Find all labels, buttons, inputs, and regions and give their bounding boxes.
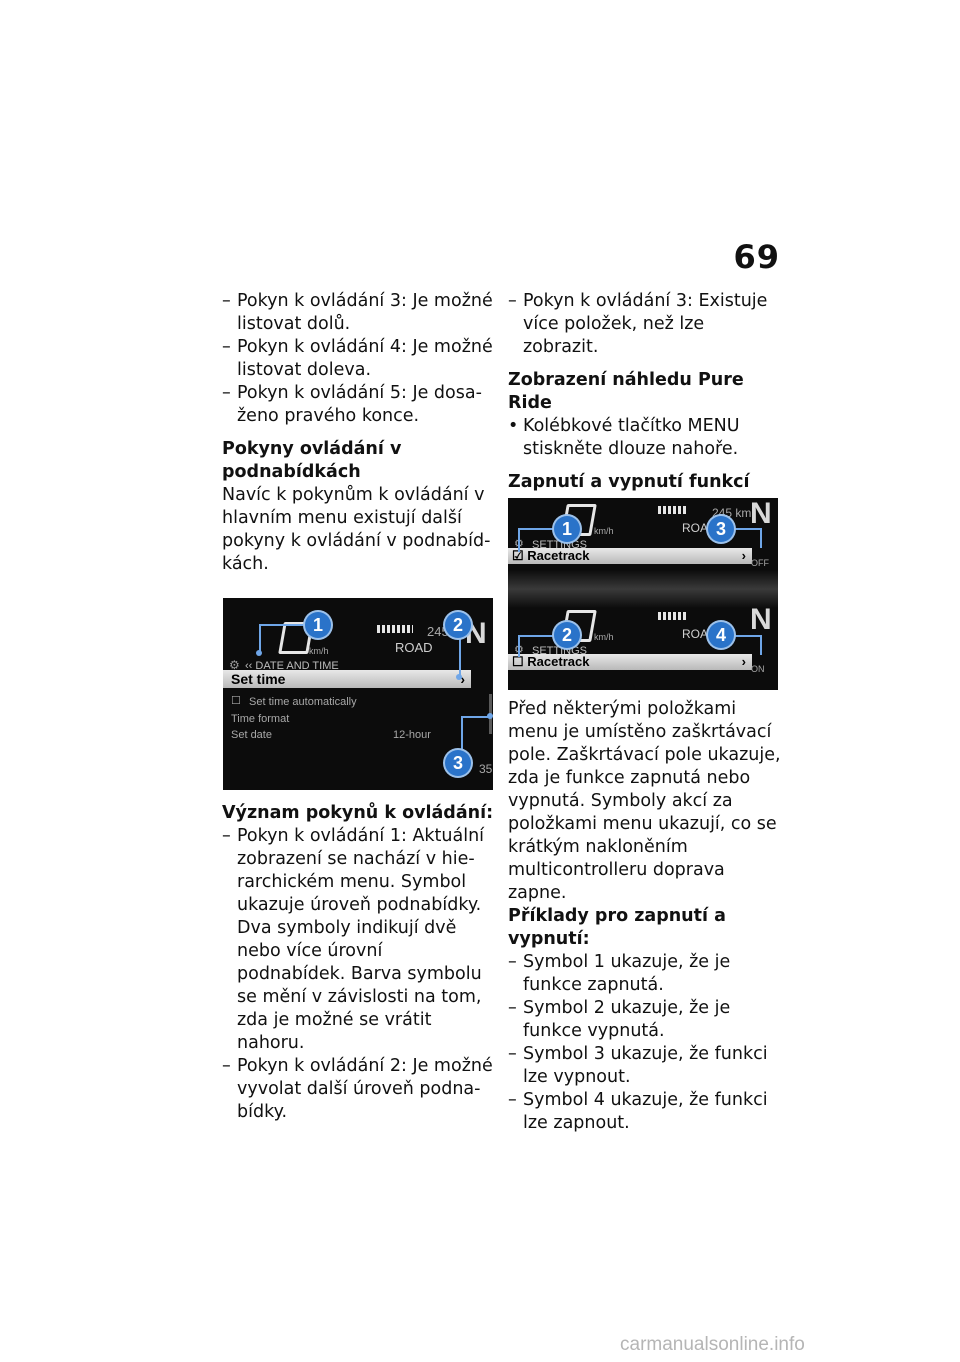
section-heading: Zobrazení náhledu Pure Ride bbox=[508, 370, 744, 413]
dash-marker-icon: – bbox=[222, 1056, 231, 1076]
watermark: carmanualsonline.info bbox=[620, 1334, 805, 1355]
left-column: –Pokyn k ovládání 3: Je možné listovat d… bbox=[222, 290, 494, 1124]
list-item: –Symbol 4 ukazuje, že funkci lze zapnout… bbox=[508, 1090, 768, 1133]
callout-3: 3 bbox=[708, 516, 734, 542]
paragraph: Navíc k pokynům k ovládání v hlavním men… bbox=[222, 485, 491, 574]
dashboard-screenshot-settings: km/h 245 km ROAD N ⚙ SETTINGS ☑ Racetrac… bbox=[508, 498, 778, 690]
section-heading: Význam pokynů k ovládání: bbox=[222, 803, 494, 823]
callout-4: 4 bbox=[708, 622, 734, 648]
checkbox-empty-icon: ☐ bbox=[231, 695, 241, 707]
callout-2: 2 bbox=[445, 612, 471, 638]
dash-marker-icon: – bbox=[508, 291, 517, 311]
dash-marker-icon: – bbox=[508, 998, 517, 1018]
fuel-bar-icon bbox=[658, 506, 688, 514]
menu-item-racetrack-on: ☑ Racetrack › bbox=[508, 548, 752, 564]
dash-marker-icon: – bbox=[222, 383, 231, 403]
list-item: –Pokyn k ovládání 4: Je možné listovat d… bbox=[222, 337, 493, 380]
dash-marker-icon: – bbox=[222, 337, 231, 357]
checkbox-empty-icon: ☐ bbox=[512, 654, 524, 669]
arrow-right-icon: › bbox=[741, 654, 746, 669]
fuel-bar-icon bbox=[377, 625, 413, 633]
callout-1: 1 bbox=[554, 516, 580, 542]
right-column: –Pokyn k ovládání 3: Existuje více polož… bbox=[508, 290, 784, 1135]
section-heading: Zapnutí a vypnutí funkcí bbox=[508, 472, 750, 492]
list-item: •Kolébkové tlačítko MENU stiskněte dlouz… bbox=[508, 416, 740, 459]
dash-marker-icon: – bbox=[222, 826, 231, 846]
list-item: –Symbol 3 ukazuje, že funkci lze vypnout… bbox=[508, 1044, 768, 1087]
paragraph: Před některými položkami menu je umístěn… bbox=[508, 699, 781, 903]
list-item: –Pokyn k ovládání 3: Existuje více polož… bbox=[508, 291, 768, 357]
dash-marker-icon: – bbox=[508, 1090, 517, 1110]
callout-3: 3 bbox=[445, 750, 471, 776]
gear-icon: ⚙ bbox=[229, 658, 240, 672]
section-heading: Pokyny ovládání v podnabídkách bbox=[222, 439, 402, 482]
list-item: –Pokyn k ovládání 5: Je dosa­ženo pravéh… bbox=[222, 383, 482, 426]
list-item: –Pokyn k ovládání 3: Je možné listovat d… bbox=[222, 291, 493, 334]
selected-menu-item: Set time › bbox=[223, 670, 471, 688]
section-heading: Příklady pro zapnutí a vypnutí: bbox=[508, 906, 726, 949]
callout-1: 1 bbox=[305, 612, 331, 638]
list-item: –Pokyn k ovládání 2: Je možné vyvolat da… bbox=[222, 1056, 493, 1122]
arrow-right-icon: › bbox=[460, 671, 465, 687]
menu-header: ‹‹ DATE AND TIME bbox=[245, 660, 339, 672]
list-item: –Symbol 2 ukazuje, že je funkce vypnutá. bbox=[508, 998, 731, 1041]
fuel-bar-icon bbox=[658, 612, 688, 620]
dash-marker-icon: – bbox=[222, 291, 231, 311]
dash-marker-icon: – bbox=[508, 1044, 517, 1064]
bullet-marker-icon: • bbox=[508, 416, 519, 436]
checkbox-checked-icon: ☑ bbox=[512, 548, 524, 563]
arrow-right-icon: › bbox=[741, 548, 746, 563]
dash-marker-icon: – bbox=[508, 952, 517, 972]
callout-2: 2 bbox=[554, 622, 580, 648]
dashboard-screenshot-date-time: km/h 245 ROAD N ⚙ ‹‹ DATE AND TIME Set t… bbox=[223, 598, 493, 790]
list-item: –Pokyn k ovládání 1: Aktuální zobrazení … bbox=[222, 826, 485, 1053]
list-item: –Symbol 1 ukazuje, že je funkce zapnutá. bbox=[508, 952, 731, 995]
menu-item-racetrack-off: ☐ Racetrack › bbox=[508, 654, 752, 670]
page-number: 69 bbox=[733, 238, 780, 276]
